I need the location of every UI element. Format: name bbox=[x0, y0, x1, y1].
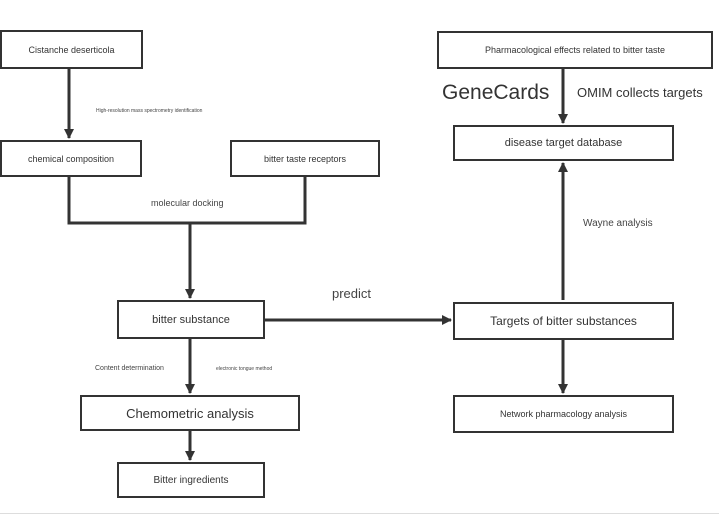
node-bitter-ingredients-label: Bitter ingredients bbox=[153, 474, 229, 486]
node-disease-target-database-label: disease target database bbox=[504, 137, 623, 149]
bottom-divider bbox=[0, 513, 719, 514]
node-cistanche-label: Cistanche deserticola bbox=[28, 44, 115, 55]
node-network-pharmacology: Network pharmacology analysis bbox=[453, 395, 674, 433]
node-targets-of-bitter-substances-label: Targets of bitter substances bbox=[490, 314, 637, 328]
node-disease-target-database: disease target database bbox=[453, 125, 674, 161]
node-network-pharmacology-label: Network pharmacology analysis bbox=[499, 409, 628, 419]
edge-label-omim: OMIM collects targets bbox=[577, 85, 703, 100]
node-chemometric-analysis-label: Chemometric analysis bbox=[126, 405, 254, 421]
node-pharmacological-effects-label: Pharmacological effects related to bitte… bbox=[485, 45, 665, 55]
node-chemical-composition: chemical composition bbox=[0, 140, 142, 177]
edge-label-hrms: High-resolution mass spectrometry identi… bbox=[96, 108, 203, 114]
edge-label-molecular-docking: molecular docking bbox=[151, 198, 224, 208]
node-bitter-taste-receptors-label: bitter taste receptors bbox=[263, 153, 347, 164]
node-targets-of-bitter-substances: Targets of bitter substances bbox=[453, 302, 674, 340]
node-cistanche: Cistanche deserticola bbox=[0, 30, 143, 69]
node-bitter-substance-label: bitter substance bbox=[152, 313, 230, 326]
node-chemometric-analysis: Chemometric analysis bbox=[80, 395, 300, 431]
node-bitter-ingredients: Bitter ingredients bbox=[117, 462, 265, 498]
edge-label-electronic-tongue: electronic tongue method bbox=[216, 366, 273, 372]
edge-label-genecards: GeneCards bbox=[442, 81, 550, 104]
connector-composition-merge bbox=[67, 176, 307, 225]
node-chemical-composition-label: chemical composition bbox=[27, 153, 115, 164]
edge-label-wayne: Wayne analysis bbox=[583, 218, 653, 229]
node-bitter-taste-receptors: bitter taste receptors bbox=[230, 140, 380, 177]
node-bitter-substance: bitter substance bbox=[117, 300, 265, 339]
edge-label-content-determination: Content determination bbox=[95, 365, 164, 372]
node-pharmacological-effects: Pharmacological effects related to bitte… bbox=[437, 31, 713, 69]
edge-label-predict: predict bbox=[332, 286, 372, 301]
